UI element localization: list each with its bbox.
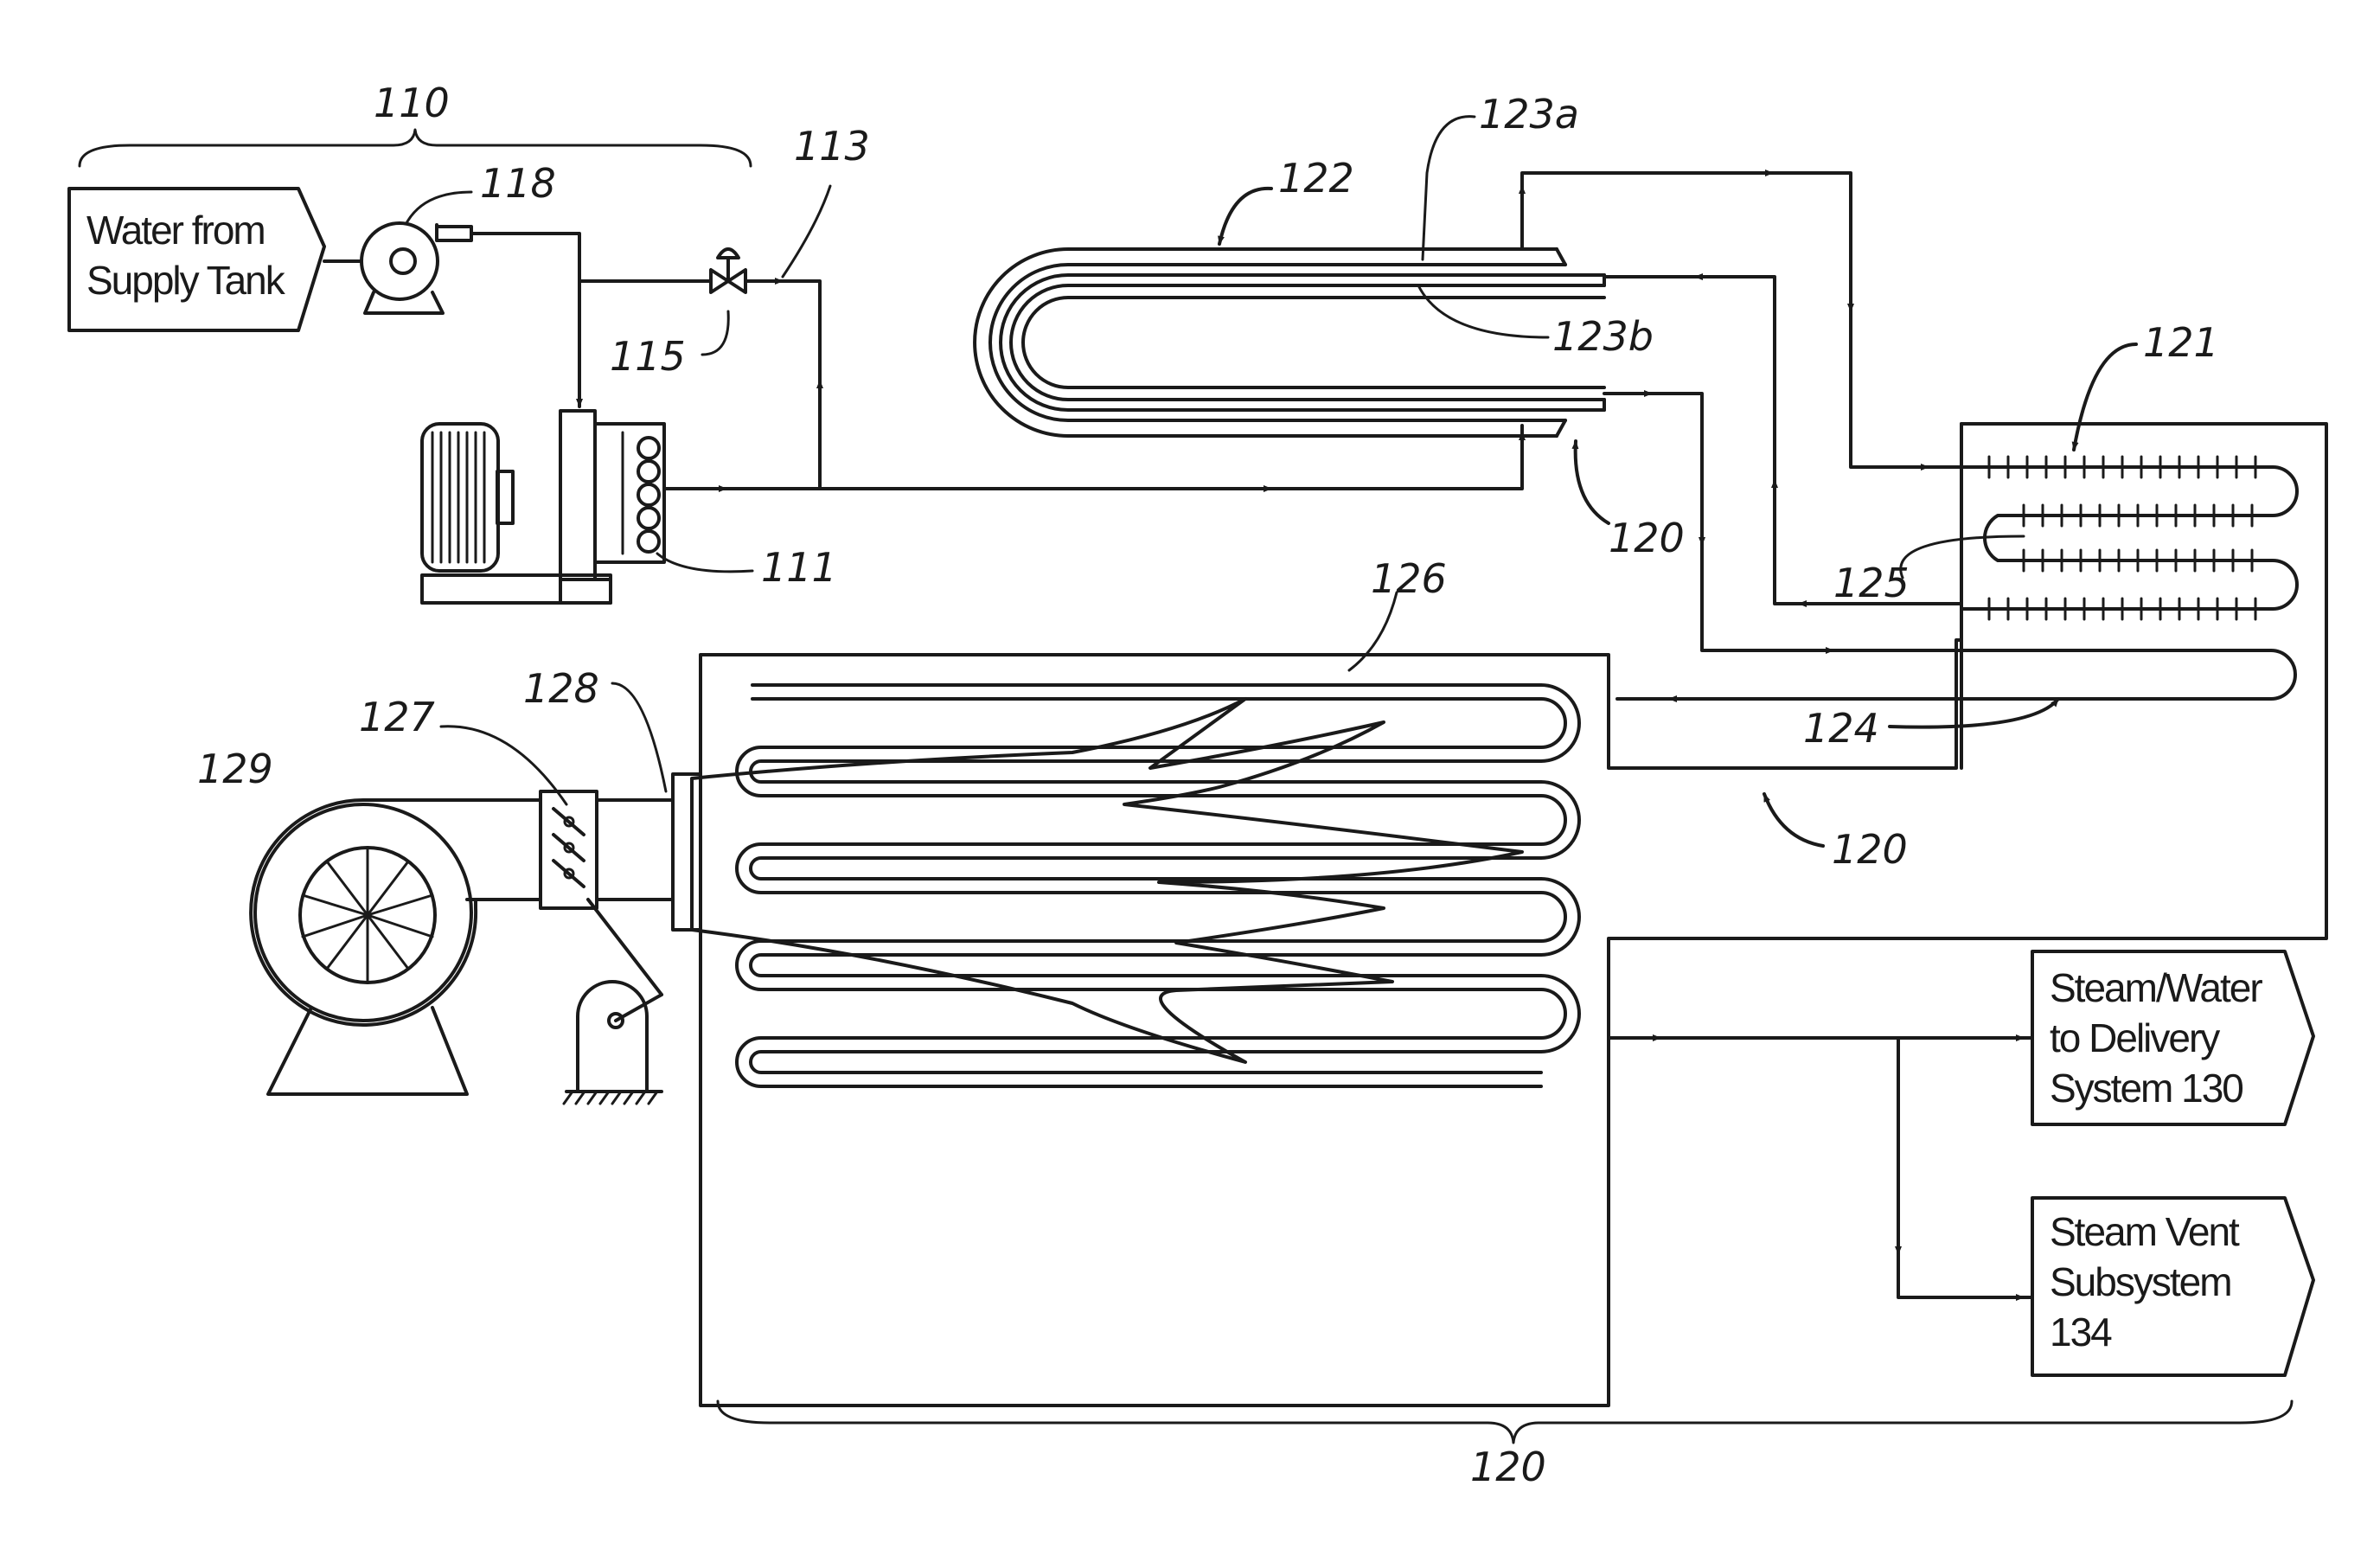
leader-111 <box>657 554 752 572</box>
vent-branch-line <box>1898 1038 2032 1297</box>
damper-127 <box>541 791 662 995</box>
ref-129: 129 <box>197 746 273 792</box>
water-source-label-2: Supply Tank <box>86 258 286 303</box>
ref-128: 128 <box>523 665 599 712</box>
vent-label-3: 134 <box>2050 1309 2112 1354</box>
ref-123a: 123a <box>1479 91 1579 138</box>
u-tube-exchanger-122 <box>975 249 1604 436</box>
ref-118: 118 <box>480 160 556 207</box>
leader-123a <box>1423 117 1475 259</box>
ref-123b: 123b <box>1552 313 1654 360</box>
ref-124: 124 <box>1803 705 1879 752</box>
ref-121: 121 <box>2143 319 2219 366</box>
ref-122: 122 <box>1278 155 1354 202</box>
leader-120-top <box>1576 441 1609 523</box>
ref-126: 126 <box>1371 555 1447 602</box>
delivery-label-2: to Delivery <box>2050 1015 2220 1060</box>
ref-115: 115 <box>610 333 686 380</box>
leader-124 <box>1890 699 2058 727</box>
ref-127: 127 <box>359 694 435 740</box>
ref-113: 113 <box>794 123 870 170</box>
leader-113 <box>783 186 830 277</box>
leader-123b <box>1418 285 1548 337</box>
ref-110: 110 <box>374 80 450 126</box>
brace-120-bottom <box>718 1401 2292 1443</box>
burner-128 <box>673 774 701 930</box>
ref-111: 111 <box>761 544 837 591</box>
leader-126 <box>1349 592 1397 670</box>
vent-label-1: Steam Vent <box>2050 1209 2240 1254</box>
ref-120-mid: 120 <box>1832 826 1908 873</box>
ref-120-bottom: 120 <box>1470 1444 1546 1490</box>
blower-129 <box>251 800 480 1094</box>
vent-label-2: Subsystem <box>2050 1259 2231 1304</box>
leader-122 <box>1219 189 1271 244</box>
leader-128 <box>612 683 666 791</box>
combustion-chamber-126 <box>692 685 1579 1086</box>
leader-115 <box>702 311 728 355</box>
delivery-label-3: System 130 <box>2050 1066 2242 1111</box>
damper-actuator <box>564 982 662 1104</box>
leader-118 <box>406 192 471 223</box>
water-source-label-1: Water from <box>86 208 265 253</box>
brace-110 <box>80 130 751 166</box>
economizer-121 <box>701 424 2326 1406</box>
delivery-label-1: Steam/Water <box>2050 965 2262 1010</box>
feed-unit-111 <box>422 411 664 603</box>
valve-outlet-line <box>745 281 820 489</box>
ref-120-top: 120 <box>1609 515 1685 561</box>
valve-115 <box>711 249 745 292</box>
pump-outlet-line <box>471 234 579 407</box>
leader-121 <box>2074 344 2136 450</box>
pump-118 <box>324 223 471 313</box>
leader-120-mid <box>1764 794 1823 846</box>
ref-125: 125 <box>1833 560 1910 606</box>
